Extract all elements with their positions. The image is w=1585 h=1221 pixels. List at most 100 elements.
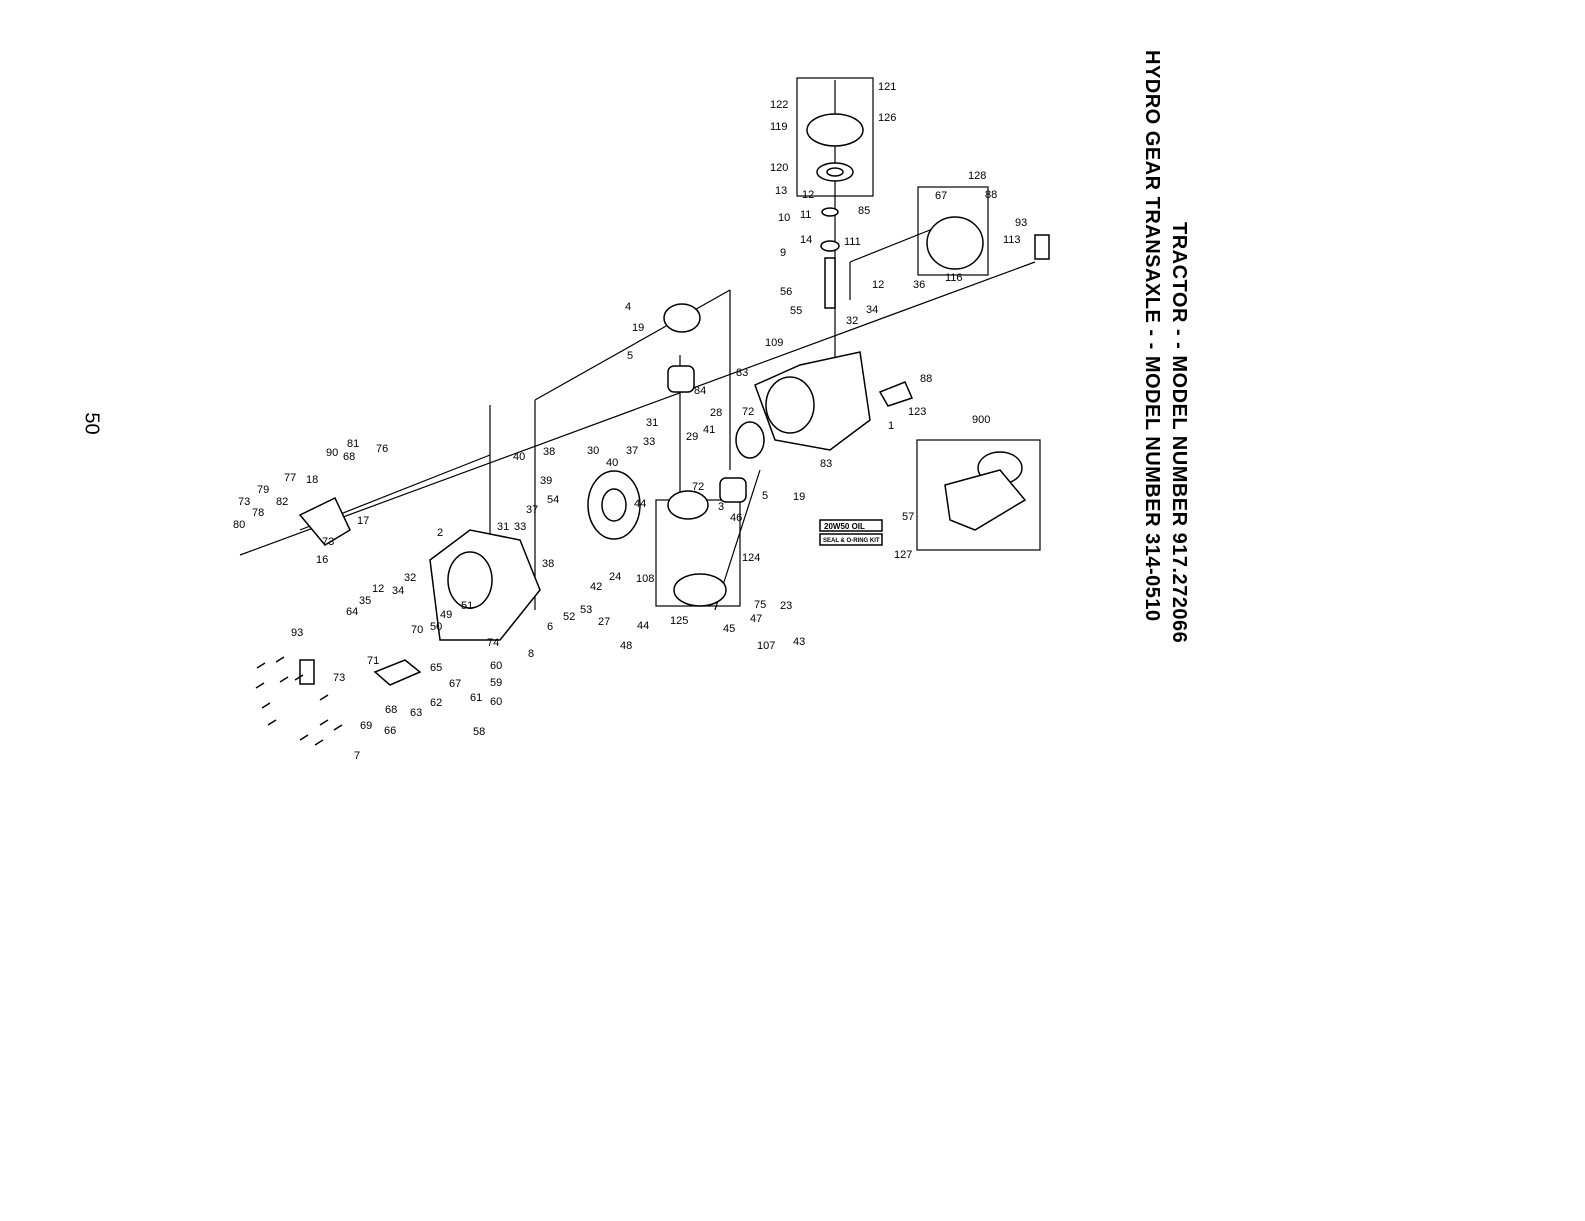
part-label: 73 <box>333 672 345 684</box>
part-label: 12 <box>802 189 814 201</box>
part-label: 35 <box>359 595 371 607</box>
part-label: 80 <box>233 519 245 531</box>
part-label: 19 <box>793 491 805 503</box>
part-label: 90 <box>326 447 338 459</box>
part-label: 54 <box>547 494 559 506</box>
part-label: 82 <box>276 496 288 508</box>
part-label: 12 <box>372 583 384 595</box>
part-label: 52 <box>563 611 575 623</box>
part-label: 39 <box>540 475 552 487</box>
part-label: 12 <box>872 279 884 291</box>
part-label: 14 <box>800 234 812 246</box>
part-label: 69 <box>360 720 372 732</box>
part-label: 29 <box>686 431 698 443</box>
part-labels: 121 122 126 119 120 13 12 11 10 14 111 9… <box>233 81 1027 762</box>
part-label: 45 <box>723 623 735 635</box>
part-label: 85 <box>858 205 870 217</box>
part-label: 111 <box>844 236 861 248</box>
part-label: 46 <box>730 512 742 524</box>
part-label: 16 <box>316 554 328 566</box>
part-label: 38 <box>543 446 555 458</box>
part-label: 121 <box>878 81 896 93</box>
part-label: 59 <box>490 677 502 689</box>
part-label: 44 <box>634 498 646 510</box>
part-label: 1 <box>888 420 894 432</box>
part-label: 5 <box>762 490 768 502</box>
part-label: 48 <box>620 640 632 652</box>
part-label: 34 <box>392 585 404 597</box>
part-label: 47 <box>750 613 762 625</box>
bolts <box>255 656 343 746</box>
part-label: 61 <box>470 692 482 704</box>
brake-disc-icon <box>735 421 765 459</box>
part-label: 84 <box>694 385 706 397</box>
part-label: 67 <box>935 190 947 202</box>
part-label: 71 <box>367 655 379 667</box>
part-label: 119 <box>770 121 788 133</box>
part-label: 42 <box>590 581 602 593</box>
part-label: 55 <box>790 305 802 317</box>
part-label: 113 <box>1003 234 1021 246</box>
part-label: 60 <box>490 660 502 672</box>
part-label: 88 <box>985 189 997 201</box>
part-label: 73 <box>238 496 250 508</box>
part-label: 38 <box>542 558 554 570</box>
part-label: 8 <box>528 648 534 660</box>
part-label: 10 <box>778 212 790 224</box>
part-label: 116 <box>945 272 963 284</box>
part-label: 60 <box>490 696 502 708</box>
part-label: 74 <box>487 637 499 649</box>
part-label: 27 <box>598 616 610 628</box>
part-label: 4 <box>625 301 631 313</box>
part-label: 5 <box>627 350 633 362</box>
part-label: 2 <box>437 527 443 539</box>
part-label: 32 <box>404 572 416 584</box>
part-label: 3 <box>718 501 724 513</box>
part-label: 108 <box>636 573 654 585</box>
part-label: 56 <box>780 286 792 298</box>
part-label: 123 <box>908 406 926 418</box>
part-label: 53 <box>580 604 592 616</box>
cover-icon <box>926 216 984 270</box>
part-label: 17 <box>357 515 369 527</box>
part-label: 44 <box>637 620 649 632</box>
fan-icon <box>806 113 864 147</box>
part-label: 34 <box>866 304 878 316</box>
part-label: 28 <box>710 407 722 419</box>
part-label: 41 <box>703 424 715 436</box>
part-label: 13 <box>775 185 787 197</box>
part-label: 30 <box>587 445 599 457</box>
part-label: 79 <box>257 484 269 496</box>
part-label: 64 <box>346 606 358 618</box>
part-label: 31 <box>646 417 658 429</box>
part-label: 75 <box>754 599 766 611</box>
component-shapes <box>298 113 1050 686</box>
part-label: 120 <box>770 162 788 174</box>
part-label: 126 <box>878 112 896 124</box>
part-label: 107 <box>757 640 775 652</box>
part-label: 73 <box>322 536 334 548</box>
part-label: 66 <box>384 725 396 737</box>
part-label: 43 <box>793 636 805 648</box>
part-label: 6 <box>547 621 553 633</box>
part-label: 57 <box>902 511 914 523</box>
part-label: 124 <box>742 552 760 564</box>
part-label: 31 <box>497 521 509 533</box>
part-label: 68 <box>343 451 355 463</box>
part-label: 76 <box>376 443 388 455</box>
part-label: 19 <box>632 322 644 334</box>
part-label: 128 <box>968 170 986 182</box>
part-label: 62 <box>430 697 442 709</box>
part-label: 65 <box>430 662 442 674</box>
oil-label: 20W50 OIL <box>824 522 865 531</box>
part-label: 67 <box>449 678 461 690</box>
part-label: 83 <box>736 367 748 379</box>
part-label: 32 <box>846 315 858 327</box>
part-label: 88 <box>920 373 932 385</box>
part-label: 127 <box>894 549 912 561</box>
part-label: 83 <box>820 458 832 470</box>
assembly-lines <box>239 77 1041 611</box>
part-label: 51 <box>461 600 473 612</box>
